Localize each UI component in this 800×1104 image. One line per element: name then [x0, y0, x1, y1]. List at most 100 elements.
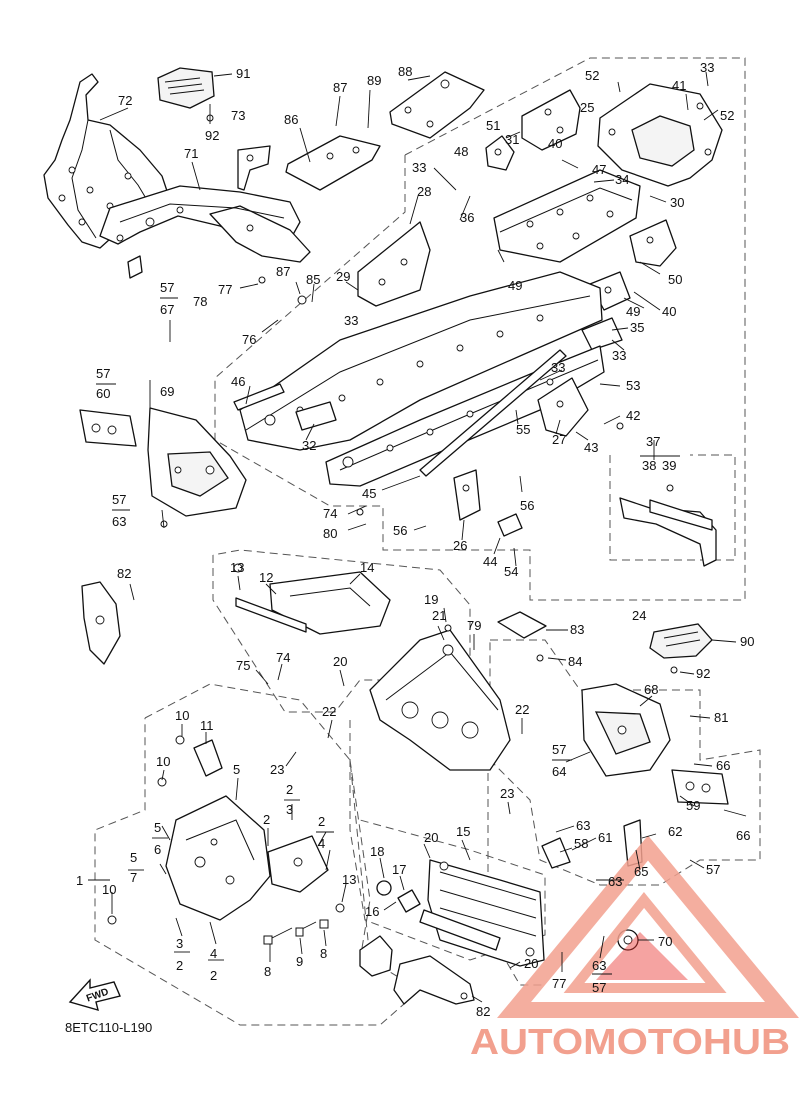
- callout-70: 70: [658, 934, 672, 949]
- slide-rail-45: [419, 349, 567, 477]
- callout-39: 39: [662, 458, 676, 473]
- callout-56-a: 56: [520, 498, 534, 513]
- callout-5-c: 5: [130, 850, 137, 865]
- callout-57-b: 57: [96, 366, 110, 381]
- callout-69: 69: [160, 384, 174, 399]
- tube-16: [397, 889, 501, 951]
- callout-57-d: 57: [552, 742, 566, 757]
- callout-82-upper: 82: [117, 566, 131, 581]
- callout-65: 65: [634, 864, 648, 879]
- watermark-text: AUTOMOTOHUB: [470, 1021, 790, 1062]
- bracket-32: [295, 401, 337, 431]
- callout-88: 88: [398, 64, 412, 79]
- callout-73: 73: [231, 108, 245, 123]
- rod-12: [235, 597, 307, 633]
- callout-leaders: [88, 71, 747, 1003]
- bracket-assembly-69: [147, 407, 247, 517]
- callout-23-b: 23: [500, 786, 514, 801]
- callout-90: 90: [740, 634, 754, 649]
- callout-20-c: 20: [524, 956, 538, 971]
- callout-27: 27: [552, 432, 566, 447]
- rear-upper-bracket-25: [597, 83, 723, 187]
- callout-5-b: 5: [154, 820, 161, 835]
- callout-82-lower: 82: [476, 1004, 490, 1019]
- callout-63-b: 63: [576, 818, 590, 833]
- callout-12: 12: [259, 570, 273, 585]
- callout-24: 24: [632, 608, 646, 623]
- callout-86: 86: [284, 112, 298, 127]
- callout-63-a: 63: [112, 514, 126, 529]
- callout-54: 54: [504, 564, 518, 579]
- bracket-11: [193, 739, 223, 777]
- callout-50: 50: [668, 272, 682, 287]
- callout-56-b: 56: [393, 523, 407, 538]
- callout-40-a: 40: [548, 136, 562, 151]
- bracket-50: [629, 219, 677, 267]
- callout-66-b: 66: [736, 828, 750, 843]
- callout-43: 43: [584, 440, 598, 455]
- callout-58: 58: [574, 836, 588, 851]
- callout-71: 71: [184, 146, 198, 161]
- callout-41: 41: [672, 78, 686, 93]
- callout-57-c: 57: [112, 492, 126, 507]
- bracket-35: [581, 317, 623, 351]
- callout-51: 51: [486, 118, 500, 133]
- callout-1: 1: [76, 873, 83, 888]
- callout-10-b: 10: [156, 754, 170, 769]
- callout-46: 46: [231, 374, 245, 389]
- callout-59: 59: [686, 798, 700, 813]
- callout-40-b: 40: [662, 304, 676, 319]
- pad-part-91: [157, 67, 215, 109]
- callout-61: 61: [598, 830, 612, 845]
- callout-33-c: 33: [344, 313, 358, 328]
- callout-37: 37: [646, 434, 660, 449]
- callout-33-e: 33: [551, 360, 565, 375]
- callout-22-a: 22: [322, 704, 336, 719]
- callout-16: 16: [365, 904, 379, 919]
- callout-18: 18: [370, 844, 384, 859]
- callout-33-d: 33: [612, 348, 626, 363]
- callout-5-a: 5: [233, 762, 240, 777]
- callout-52-b: 52: [720, 108, 734, 123]
- callout-29: 29: [336, 269, 350, 284]
- callout-13-b: 13: [342, 872, 356, 887]
- callout-49-b: 49: [626, 304, 640, 319]
- plate-44: [497, 513, 523, 537]
- callout-35: 35: [630, 320, 644, 335]
- callout-3-b: 3: [176, 936, 183, 951]
- callout-85: 85: [306, 272, 320, 287]
- callout-77-upper: 77: [218, 282, 232, 297]
- callout-77-lower: 77: [552, 976, 566, 991]
- callout-25: 25: [580, 100, 594, 115]
- callout-22-b: 22: [515, 702, 529, 717]
- callout-83: 83: [570, 622, 584, 637]
- callout-23-a: 23: [270, 762, 284, 777]
- callout-15: 15: [456, 824, 470, 839]
- bracket-26: [453, 469, 481, 521]
- fwd-arrow-icon: FWD: [68, 978, 121, 1012]
- callout-2-e: 2: [210, 968, 217, 983]
- callout-92-upper: 92: [205, 128, 219, 143]
- plate-59: [671, 769, 729, 805]
- lower-arm-82: [393, 955, 475, 1005]
- callout-64: 64: [552, 764, 566, 779]
- callout-14: 14: [360, 560, 374, 575]
- bracket-61: [541, 837, 571, 869]
- callout-52-a: 52: [585, 68, 599, 83]
- callout-57-f: 57: [592, 980, 606, 995]
- callout-32: 32: [302, 438, 316, 453]
- callout-20-b: 20: [424, 830, 438, 845]
- callout-76: 76: [242, 332, 256, 347]
- callout-68: 68: [644, 682, 658, 697]
- steering-housing-21: [369, 629, 511, 771]
- plate-83: [497, 611, 547, 639]
- callout-60: 60: [96, 386, 110, 401]
- callout-3-a: 3: [286, 802, 293, 817]
- plate-60: [79, 409, 137, 447]
- callout-28: 28: [417, 184, 431, 199]
- callout-2-b: 2: [318, 814, 325, 829]
- callout-numbers: 91 92 72 73 71 86 87 89 88 33 52 41 52 2…: [76, 60, 754, 1019]
- pad-part-90: [649, 623, 713, 659]
- callout-66-a: 66: [716, 758, 730, 773]
- callout-87-mid: 87: [276, 264, 290, 279]
